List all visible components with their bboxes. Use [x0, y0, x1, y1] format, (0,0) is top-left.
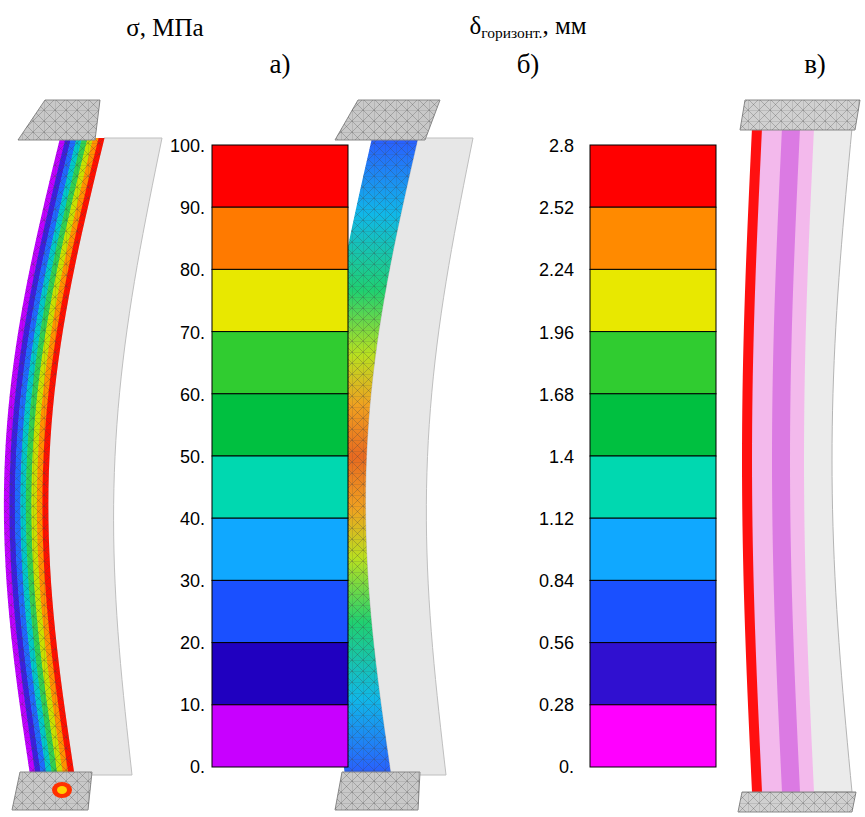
color-scale-band — [212, 269, 348, 331]
panel-letter: в) — [804, 48, 826, 80]
color-scale-band — [212, 145, 348, 207]
scale-value: 2.24 — [539, 260, 574, 282]
scale-value: 1.4 — [549, 447, 574, 469]
panel-letter: б) — [517, 48, 540, 80]
scale-value: 20. — [180, 633, 205, 655]
scale-value: 1.96 — [539, 323, 574, 345]
axis-title: σ, МПа — [126, 13, 203, 43]
scale-value: 70. — [180, 323, 205, 345]
scale-value: 40. — [180, 509, 205, 531]
axis-title: δгоризонт., мм — [469, 11, 586, 41]
max-displacement-zone — [742, 128, 762, 792]
plate-mesh — [740, 100, 860, 130]
plate-mesh — [335, 100, 440, 140]
color-scale-band — [590, 394, 716, 456]
scale-value: 0. — [190, 757, 205, 779]
color-scale-band — [590, 207, 716, 269]
stress-concentration — [57, 786, 67, 794]
color-scale-band — [590, 705, 716, 767]
end-plate — [738, 792, 856, 812]
color-scale-band — [212, 580, 348, 642]
color-scale-band — [212, 456, 348, 518]
plate-mesh — [18, 100, 100, 140]
displacement-field — [750, 128, 814, 792]
scale-value: 0. — [559, 757, 574, 779]
scale-value: 1.12 — [539, 509, 574, 531]
plate-mesh — [738, 792, 856, 812]
scale-value: 60. — [180, 385, 205, 407]
scale-value: 2.8 — [549, 136, 574, 158]
end-plate — [740, 100, 860, 130]
stress-concentration — [52, 782, 72, 798]
color-scale-band — [212, 518, 348, 580]
color-scale-band — [590, 145, 716, 207]
color-scale-band — [212, 332, 348, 394]
color-scale-band — [212, 207, 348, 269]
end-plate — [12, 772, 92, 810]
scale-value: 50. — [180, 447, 205, 469]
scale-value: 2.52 — [539, 198, 574, 220]
end-plate — [335, 100, 440, 140]
flange-edge — [772, 128, 800, 792]
scale-value: 0.28 — [539, 695, 574, 717]
scale-value: 1.68 — [539, 385, 574, 407]
color-scale-band — [590, 643, 716, 705]
scale-value: 30. — [180, 571, 205, 593]
color-scale-band — [590, 518, 716, 580]
plate-mesh — [335, 772, 420, 810]
scale-value: 100. — [170, 136, 205, 158]
fe-mesh — [4, 138, 104, 775]
scale-value: 0.56 — [539, 633, 574, 655]
color-scale-band — [212, 643, 348, 705]
color-scale-band — [590, 332, 716, 394]
color-scale-band — [590, 269, 716, 331]
color-scale-band — [590, 456, 716, 518]
color-scale-band — [212, 394, 348, 456]
panel-letter: а) — [270, 48, 291, 80]
scale-value: 80. — [180, 260, 205, 282]
scale-value: 10. — [180, 695, 205, 717]
color-scale-band — [212, 705, 348, 767]
color-scale-band — [590, 580, 716, 642]
end-plate — [18, 100, 100, 140]
scale-value: 0.84 — [539, 571, 574, 593]
plate-mesh — [12, 772, 92, 810]
scale-value: 90. — [180, 198, 205, 220]
end-plate — [335, 772, 420, 810]
